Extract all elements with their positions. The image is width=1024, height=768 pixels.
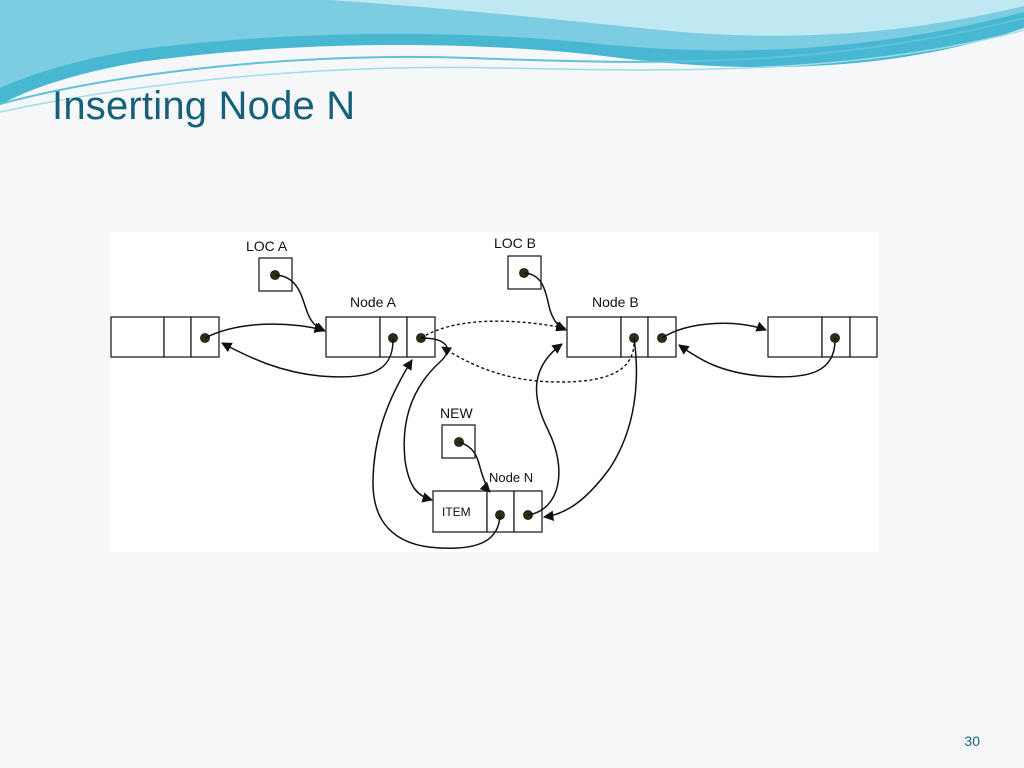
node-b-label: Node B xyxy=(592,294,639,310)
node-b-next-cell xyxy=(647,316,677,358)
node-a: Node A xyxy=(325,294,436,358)
left-node xyxy=(110,316,220,358)
right-node xyxy=(767,316,878,358)
new-to-node-n-arrow xyxy=(458,441,491,493)
left-next-to-node-a-arrow xyxy=(204,322,326,339)
node-b-next-to-right-arrow xyxy=(661,321,767,339)
left-node-prev-cell xyxy=(163,316,192,358)
node-a-prev-to-left-arrow xyxy=(221,337,394,378)
node-n: Node N ITEM xyxy=(432,470,543,533)
node-n-item-label: ITEM xyxy=(442,505,471,519)
right-node-prev-cell xyxy=(821,316,851,358)
node-n-label: Node N xyxy=(489,470,533,485)
loc-a-label: LOC A xyxy=(246,238,288,254)
node-a-info-cell xyxy=(325,316,381,358)
node-n-next-to-node-b-arrow xyxy=(527,343,563,516)
loc-a-to-node-a-arrow xyxy=(274,274,326,333)
slide-title: Inserting Node N xyxy=(52,84,356,128)
old-node-b-to-node-a-arrow xyxy=(441,337,635,383)
old-node-a-to-node-b-arrow xyxy=(420,320,566,339)
header-wave-decoration xyxy=(0,0,1024,113)
node-b: Node B xyxy=(566,294,677,358)
right-prev-to-node-b-arrow xyxy=(678,337,836,378)
node-a-label: Node A xyxy=(350,294,397,310)
new-label: NEW xyxy=(440,405,473,421)
loc-b-label: LOC B xyxy=(494,235,536,251)
right-node-next-cell xyxy=(849,316,878,358)
node-b-prev-to-node-n-arrow xyxy=(542,337,638,522)
node-b-info-cell xyxy=(566,316,622,358)
loc-a-pointer: LOC A xyxy=(246,238,293,292)
node-n-item-cell xyxy=(432,490,488,533)
page-number: 30 xyxy=(964,733,980,749)
new-pointer: NEW xyxy=(440,405,476,459)
right-node-info-cell xyxy=(767,316,823,358)
node-b-prev-cell xyxy=(620,316,649,358)
loc-b-pointer: LOC B xyxy=(494,235,542,290)
node-n-prev-to-node-a-arrow xyxy=(372,359,501,549)
left-node-info-cell xyxy=(110,316,165,358)
